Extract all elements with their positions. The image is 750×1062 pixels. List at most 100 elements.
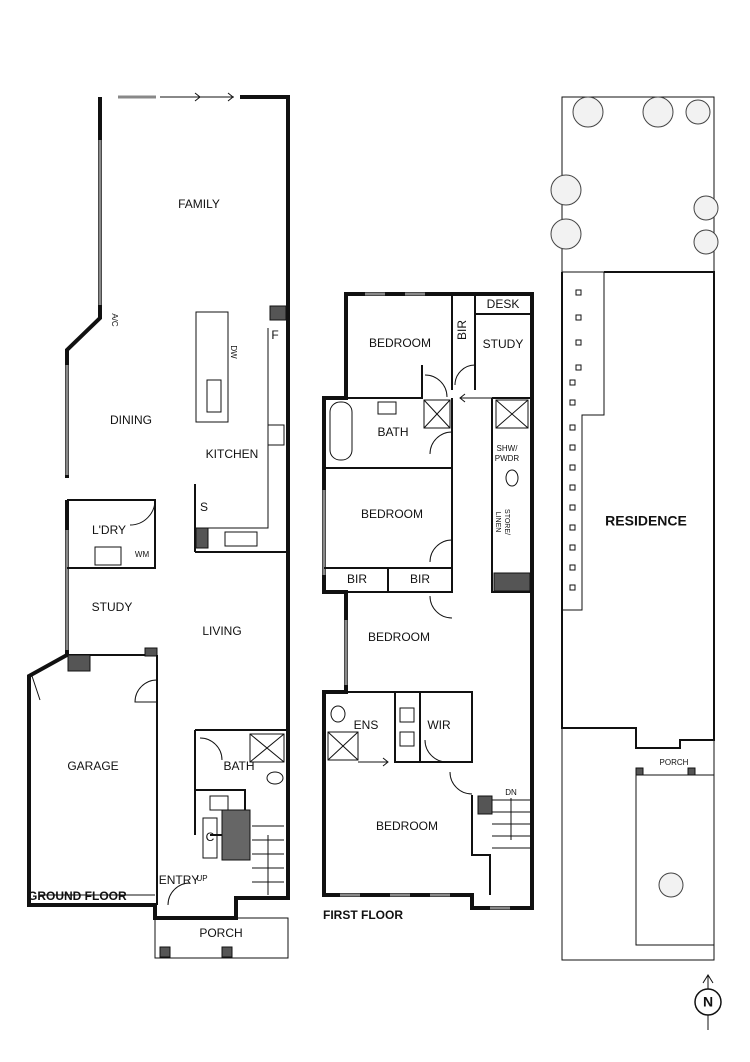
kitchen-bench xyxy=(195,328,269,529)
washing-machine-mark: WM xyxy=(135,550,150,559)
tree-icon xyxy=(658,872,684,898)
first-floor-title: FIRST FLOOR xyxy=(323,908,403,922)
column xyxy=(159,946,171,958)
room-label-bir-right: BIR xyxy=(410,572,430,586)
stair-walls xyxy=(471,795,491,895)
bath-wall xyxy=(323,398,453,469)
tree-icon xyxy=(685,99,711,125)
bedroom2-walls xyxy=(324,468,453,593)
toilet-icon xyxy=(266,771,284,785)
first-floor-outer-wall xyxy=(322,292,534,910)
dishwasher-mark: DW xyxy=(229,345,238,359)
column xyxy=(269,305,287,321)
door-swing xyxy=(429,595,453,619)
room-label-entry: ENTRY xyxy=(159,873,199,887)
tree-icon xyxy=(550,174,582,206)
side-path xyxy=(562,271,605,611)
north-arrow-icon: N xyxy=(694,974,722,1030)
door-swing xyxy=(424,374,448,398)
room-label-dining: DINING xyxy=(110,413,152,427)
toilet-icon xyxy=(505,469,519,487)
column xyxy=(635,767,644,776)
column xyxy=(221,946,233,958)
stair-up-mark: UP xyxy=(196,874,207,883)
tree-icon xyxy=(642,96,674,128)
door-swing xyxy=(167,882,191,906)
north-label: N xyxy=(703,994,713,1010)
arrow xyxy=(382,757,389,767)
column xyxy=(493,572,531,592)
stairs xyxy=(492,798,530,849)
stair-void xyxy=(221,809,251,861)
trough-icon xyxy=(94,546,122,566)
column xyxy=(687,767,696,776)
powder-walls xyxy=(491,397,532,593)
ac-mark: A/C xyxy=(110,313,119,327)
basin-icon xyxy=(399,707,415,723)
room-label-bath: BATH xyxy=(223,759,254,773)
door-swing xyxy=(454,364,476,386)
site-plan: PORCH RESIDENCE xyxy=(550,96,719,961)
ground-floor-plan: FAMILY DINING KITCHEN L'DRY STUDY LIVING… xyxy=(27,92,290,959)
ensuite-walls xyxy=(324,691,473,763)
toilet-icon xyxy=(330,705,346,723)
slide-arrows xyxy=(194,92,234,102)
door-swing xyxy=(31,675,41,701)
room-label-family: FAMILY xyxy=(178,197,220,211)
tree-icon xyxy=(693,195,719,221)
site-label-residence: RESIDENCE xyxy=(605,513,687,529)
site-label-porch: PORCH xyxy=(660,758,689,767)
residence-outline xyxy=(561,271,715,749)
sink-icon xyxy=(206,379,222,413)
room-label-desk: DESK xyxy=(487,297,520,311)
basin-icon xyxy=(209,795,229,811)
tree-icon xyxy=(693,229,719,255)
door-swing xyxy=(429,431,453,455)
laundry-wall xyxy=(67,499,156,569)
room-label-bedroom-4: BEDROOM xyxy=(376,819,438,833)
fridge-mark: F xyxy=(271,328,278,342)
storage-mark: S xyxy=(200,500,208,514)
door-swing xyxy=(129,499,156,526)
room-label-bath: BATH xyxy=(377,425,408,439)
stair-down-mark: DN xyxy=(505,788,517,797)
front-garden xyxy=(635,774,715,946)
porch-outline xyxy=(154,917,289,959)
path-markers xyxy=(569,289,582,591)
tree-icon xyxy=(572,96,604,128)
room-label-bedroom-1: BEDROOM xyxy=(369,336,431,350)
room-label-store-linen: STORE/ xyxy=(503,509,510,535)
room-label-bedroom-2: BEDROOM xyxy=(361,507,423,521)
room-label-wir: WIR xyxy=(427,718,451,732)
cooktop-icon xyxy=(267,424,285,446)
door-swing xyxy=(449,771,473,795)
arrow xyxy=(459,393,466,403)
room-label-study: STUDY xyxy=(92,600,133,614)
room-label-shower-powder-2: PWDR xyxy=(495,454,520,463)
room-label-store-linen-2: LINEN xyxy=(494,512,501,533)
room-label-shower-powder: SHW/ xyxy=(497,444,519,453)
room-label-ensuite: ENS xyxy=(354,718,379,732)
cupboard-mark: C xyxy=(206,830,215,844)
room-label-study: STUDY xyxy=(483,337,524,351)
sink-icon xyxy=(224,531,258,547)
room-label-porch: PORCH xyxy=(199,926,242,940)
room-label-bir-left: BIR xyxy=(347,572,367,586)
cupboard xyxy=(202,817,218,859)
ground-floor-outer-wall xyxy=(27,95,290,920)
room-label-laundry: L'DRY xyxy=(92,523,126,537)
column xyxy=(67,654,91,672)
room-label-bedroom-3: BEDROOM xyxy=(368,630,430,644)
column xyxy=(144,647,158,657)
bedroom1-walls xyxy=(346,294,532,399)
door-swing xyxy=(199,737,223,761)
door-swing xyxy=(424,739,448,763)
stairs xyxy=(252,825,284,895)
door-swing xyxy=(134,679,158,703)
room-label-kitchen: KITCHEN xyxy=(206,447,259,461)
room-label-living: LIVING xyxy=(202,624,241,638)
column xyxy=(195,527,209,549)
door-swing xyxy=(429,539,453,563)
first-floor-plan: BEDROOM STUDY DESK BIR BATH BEDROOM BIR … xyxy=(322,292,534,922)
